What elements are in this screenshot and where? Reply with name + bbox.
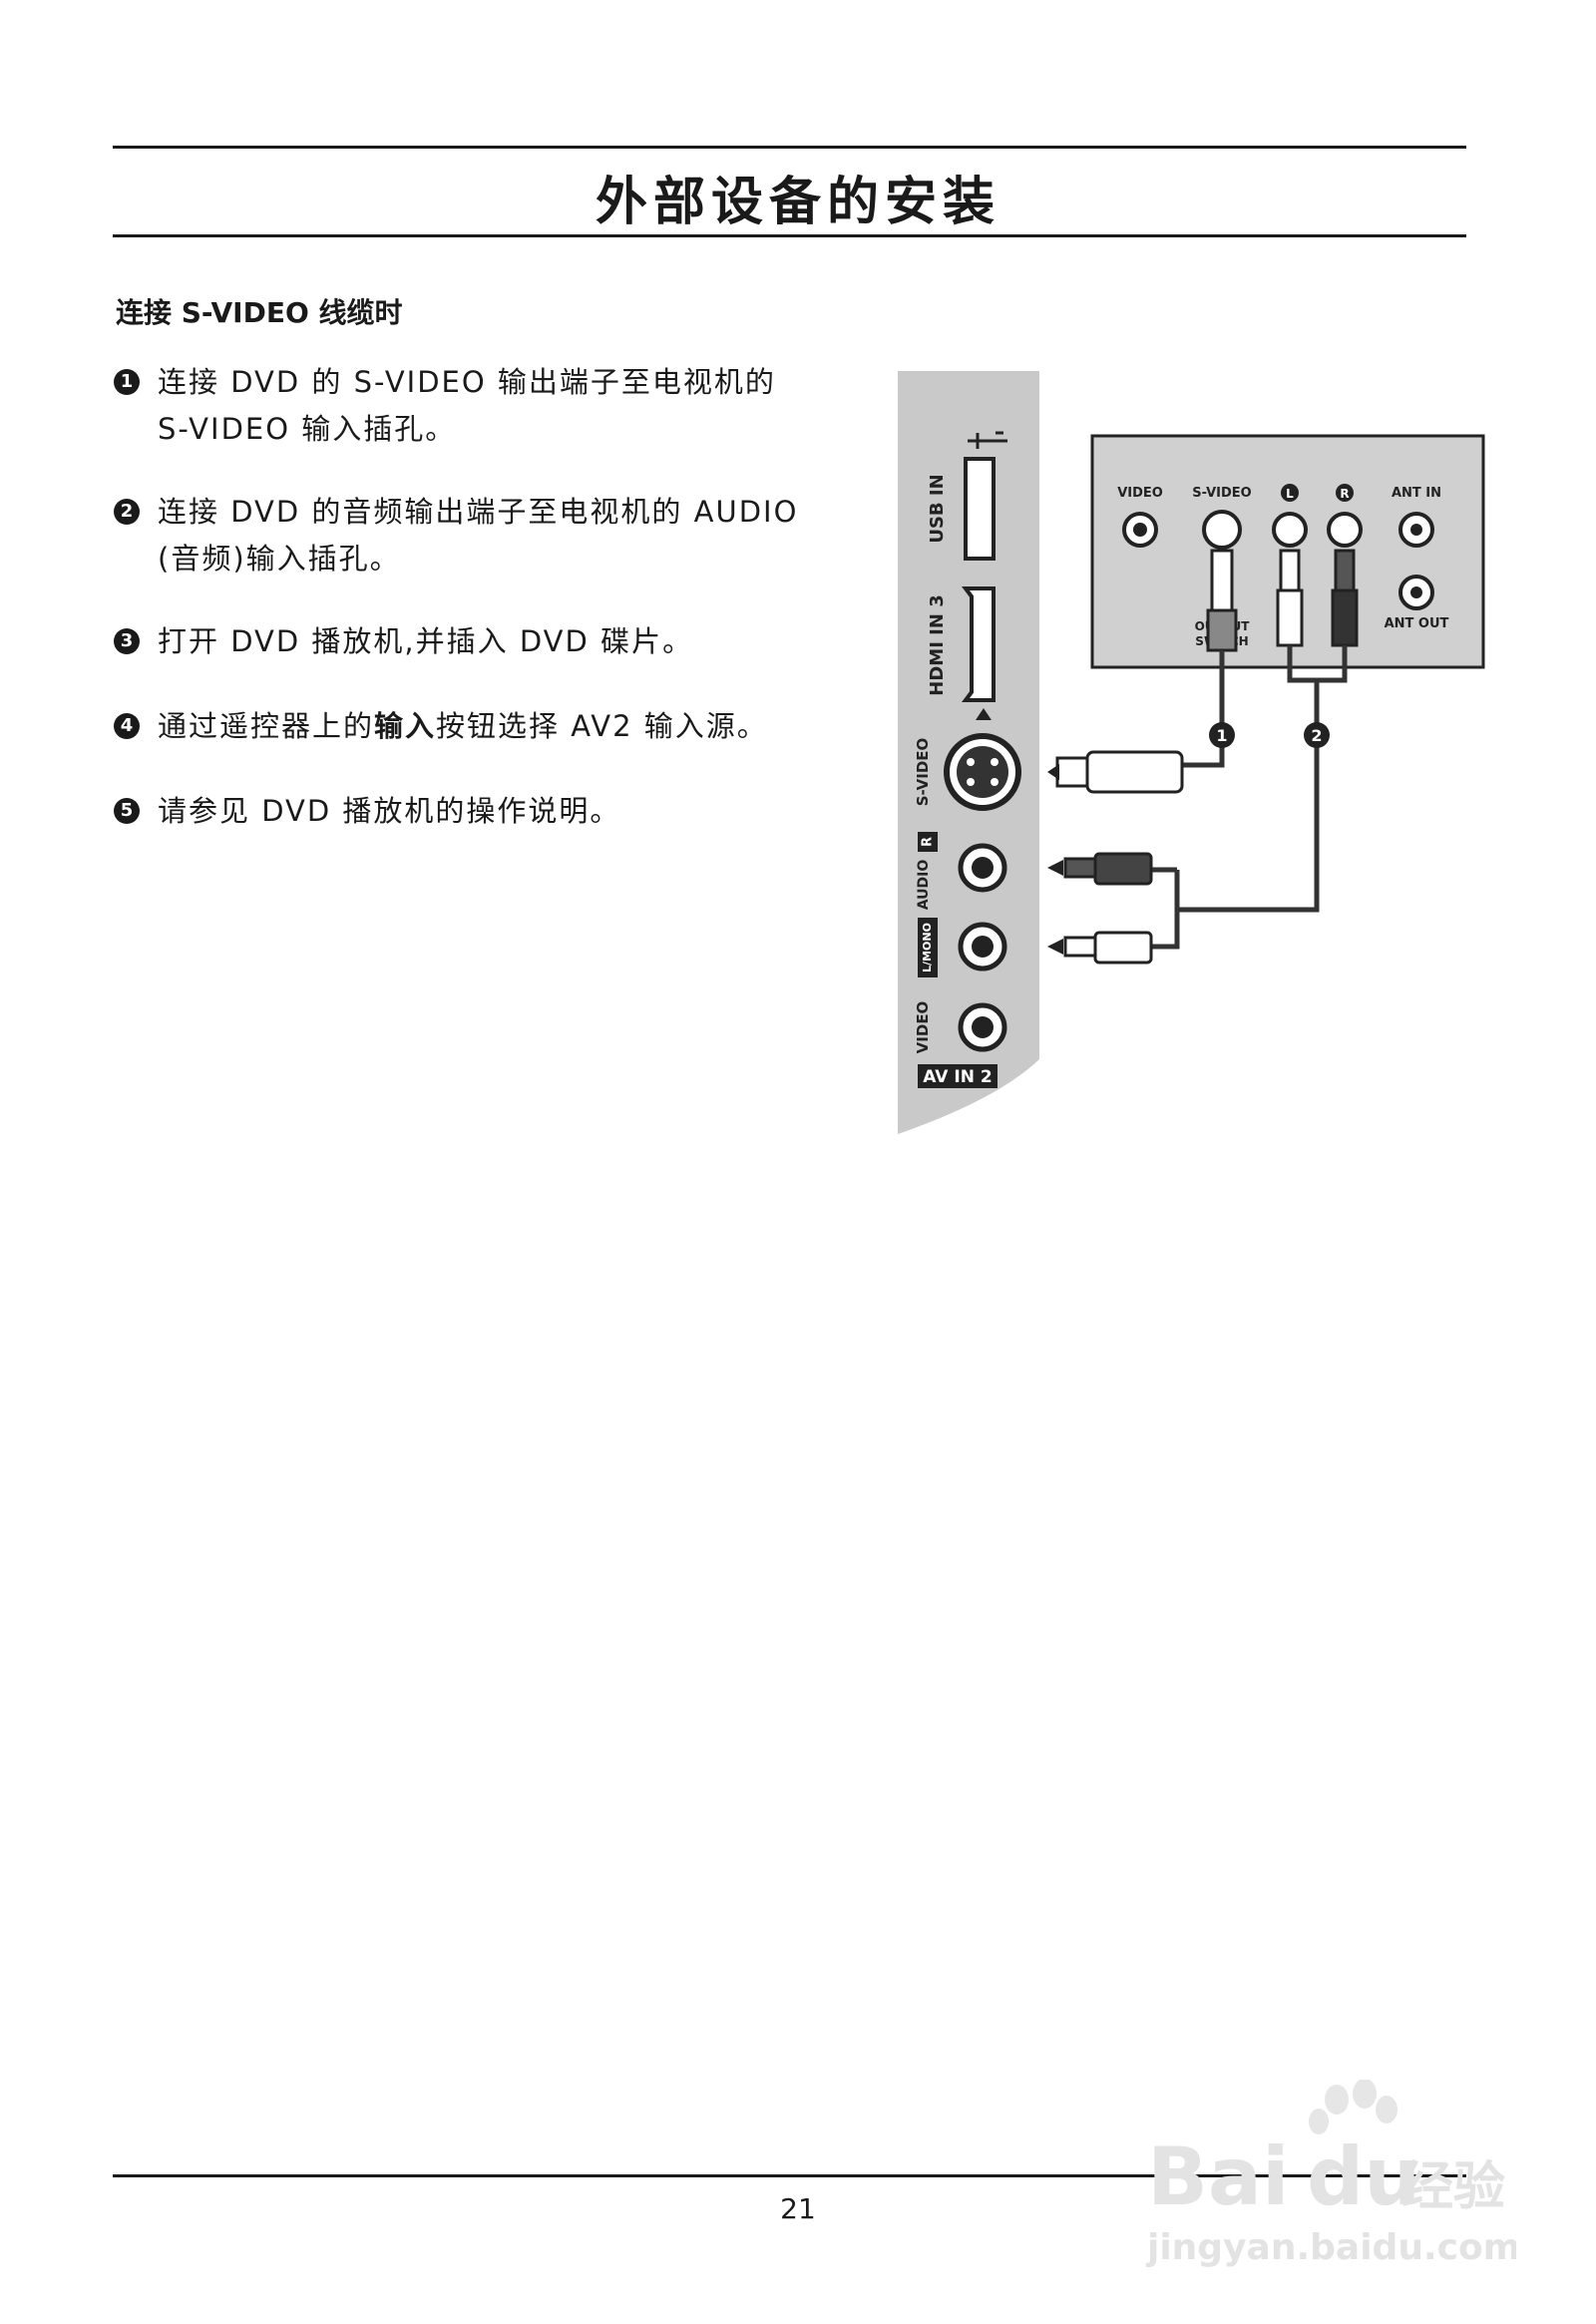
watermark-brand-3: 经验 xyxy=(1401,2157,1505,2217)
audio-label: AUDIO xyxy=(916,860,932,911)
audio-l-label: L/MONO xyxy=(921,923,934,972)
usb-port-icon xyxy=(964,457,996,561)
header-bottom-rule xyxy=(113,234,1466,237)
svg-text:1: 1 xyxy=(1216,726,1227,745)
watermark-brand: Bai xyxy=(1147,2130,1289,2223)
tv-white-rca-plug-icon xyxy=(1093,931,1153,965)
dvd-video-label: VIDEO xyxy=(1117,486,1163,501)
down-arrow-icon xyxy=(976,708,992,720)
step-2: 2 连接 DVD 的音频输出端子至电视机的 AUDIO(音频)输入插孔。 xyxy=(114,489,798,582)
header-top-rule xyxy=(113,146,1466,149)
audio-r-label: R xyxy=(921,837,936,847)
baidu-watermark: Bai du 经验 jingyan.baidu.com xyxy=(1145,2080,1516,2268)
hdmi-port-icon xyxy=(962,586,996,702)
paw-icon xyxy=(1309,2080,1397,2134)
watermark-url: jingyan.baidu.com xyxy=(1145,2227,1516,2268)
dvd-l-label: L xyxy=(1286,487,1294,501)
audio-l-arrow-icon xyxy=(1047,939,1063,955)
audio-cable xyxy=(1177,645,1348,913)
step-number: 3 xyxy=(114,628,140,654)
audio-r-arrow-icon xyxy=(1047,860,1063,876)
svideo-arrow-icon xyxy=(1047,764,1059,780)
video-label: VIDEO xyxy=(914,1001,932,1054)
svideo-cable xyxy=(1182,650,1225,768)
hdmi-label: HDMI IN 3 xyxy=(927,594,948,695)
svideo-label: S-VIDEO xyxy=(914,738,932,807)
page-number: 21 xyxy=(780,2192,816,2225)
step-number: 5 xyxy=(114,798,140,824)
step-3: 3 打开 DVD 播放机,并插入 DVD 碟片。 xyxy=(114,618,693,665)
dvd-ant-out-label: ANT OUT xyxy=(1385,616,1449,631)
dvd-r-jack-icon xyxy=(1327,512,1363,548)
usb-label: USB IN xyxy=(927,474,948,543)
dvd-r-label: R xyxy=(1340,487,1349,501)
connection-diagram: USB IN HDMI IN 3 S-VIDEO AUDIO R L/MONO … xyxy=(898,371,1485,1134)
callout-1 xyxy=(1209,722,1235,748)
step-number: 4 xyxy=(114,713,140,739)
tv-red-rca-plug-icon xyxy=(1093,852,1153,886)
dvd-svideo-jack-icon xyxy=(1202,510,1242,550)
input-button-label: 输入 xyxy=(374,709,437,743)
dvd-ant-in-label: ANT IN xyxy=(1392,486,1441,501)
step-text: 打开 DVD 播放机,并插入 DVD 碟片。 xyxy=(158,624,694,658)
step-5: 5 请参见 DVD 播放机的操作说明。 xyxy=(114,788,620,835)
step-text: 连接 DVD 的音频输出端子至电视机的 AUDIO(音频)输入插孔。 xyxy=(158,495,799,576)
svg-text:2: 2 xyxy=(1311,726,1322,745)
step-text: 通过遥控器上的输入按钮选择 AV2 输入源。 xyxy=(158,709,768,743)
section-subtitle: 连接 S-VIDEO 线缆时 xyxy=(116,296,403,329)
step-text: 请参见 DVD 播放机的操作说明。 xyxy=(158,794,621,828)
callout-2 xyxy=(1304,722,1330,748)
step-number: 1 xyxy=(114,369,140,395)
av-in-2-label: AV IN 2 xyxy=(923,1067,992,1087)
usb-symbol-icon xyxy=(968,431,1007,449)
step-4: 4 通过遥控器上的输入按钮选择 AV2 输入源。 xyxy=(114,703,768,750)
dvd-l-jack-icon xyxy=(1272,512,1308,548)
dvd-svideo-label: S-VIDEO xyxy=(1192,486,1251,501)
tv-svideo-plug-icon xyxy=(1085,750,1184,794)
footer-rule xyxy=(113,2174,1466,2177)
page-title: 外部设备的安装 xyxy=(595,173,1000,232)
watermark-brand-2: du xyxy=(1307,2130,1420,2223)
step-number: 2 xyxy=(114,499,140,525)
